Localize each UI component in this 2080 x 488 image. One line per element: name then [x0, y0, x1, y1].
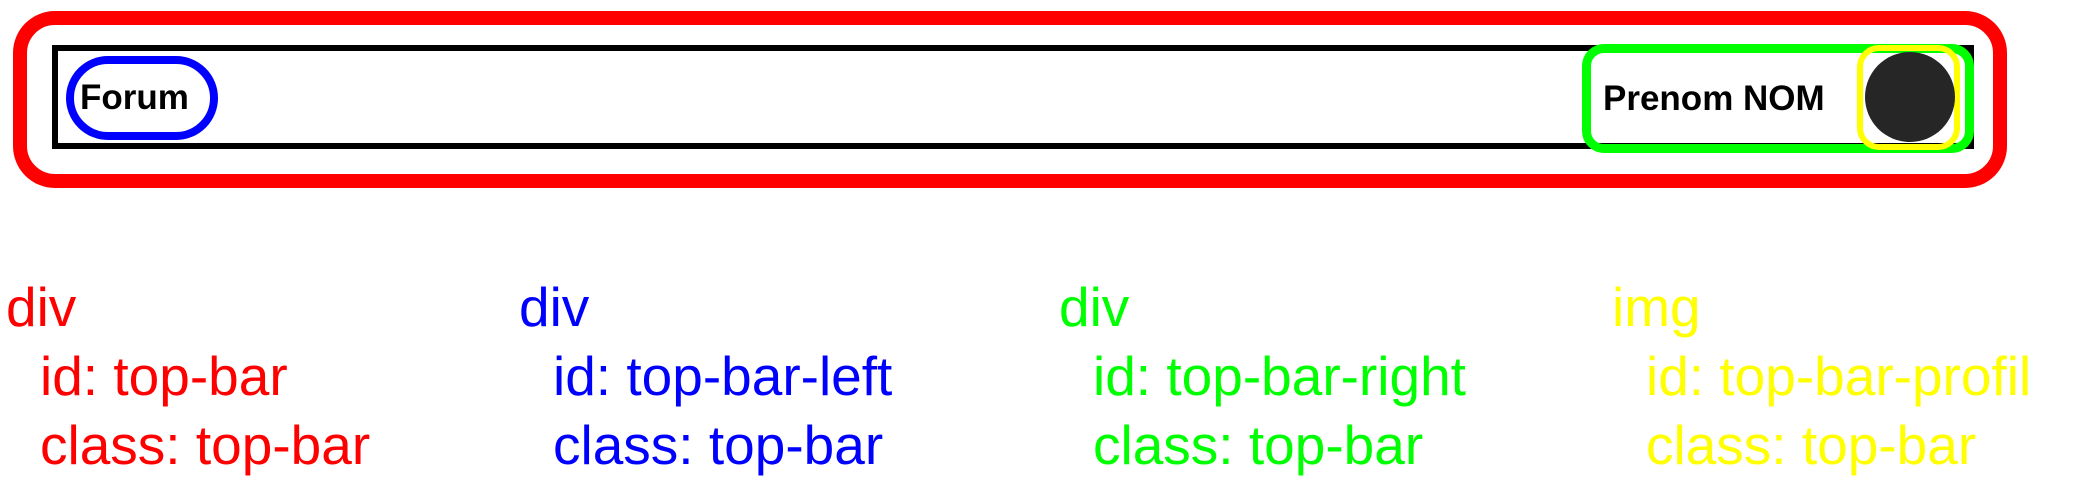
legend-id: id: top-bar-profil: [1646, 345, 2032, 407]
legend-class: class: top-bar: [553, 414, 884, 476]
legend-tag: div: [6, 276, 77, 338]
user-name-label: Prenom NOM: [1603, 79, 1825, 118]
top-bar-right-outline: [1582, 44, 1974, 153]
legend-tag: img: [1612, 276, 1701, 338]
legend-id: id: top-bar-right: [1093, 345, 1466, 407]
forum-label: Forum: [80, 78, 189, 117]
top-bar-left-outline: [66, 56, 218, 140]
legend-top-bar: div id: top-bar class: top-bar: [6, 273, 370, 480]
legend-class: class: top-bar: [1646, 414, 1977, 476]
legend-top-bar-profil: img id: top-bar-profil class: top-bar: [1612, 273, 2031, 480]
legend-class: class: top-bar: [40, 414, 371, 476]
legend-tag: div: [519, 276, 590, 338]
legend-tag: div: [1059, 276, 1130, 338]
legend-top-bar-right: div id: top-bar-right class: top-bar: [1059, 273, 1466, 480]
avatar: [1865, 52, 1955, 142]
legend-id: id: top-bar: [40, 345, 288, 407]
legend-class: class: top-bar: [1093, 414, 1424, 476]
top-bar-outline: [13, 11, 2007, 188]
legend-id: id: top-bar-left: [553, 345, 893, 407]
top-bar-profil-outline: [1857, 45, 1960, 150]
legend-top-bar-left: div id: top-bar-left class: top-bar: [519, 273, 892, 480]
